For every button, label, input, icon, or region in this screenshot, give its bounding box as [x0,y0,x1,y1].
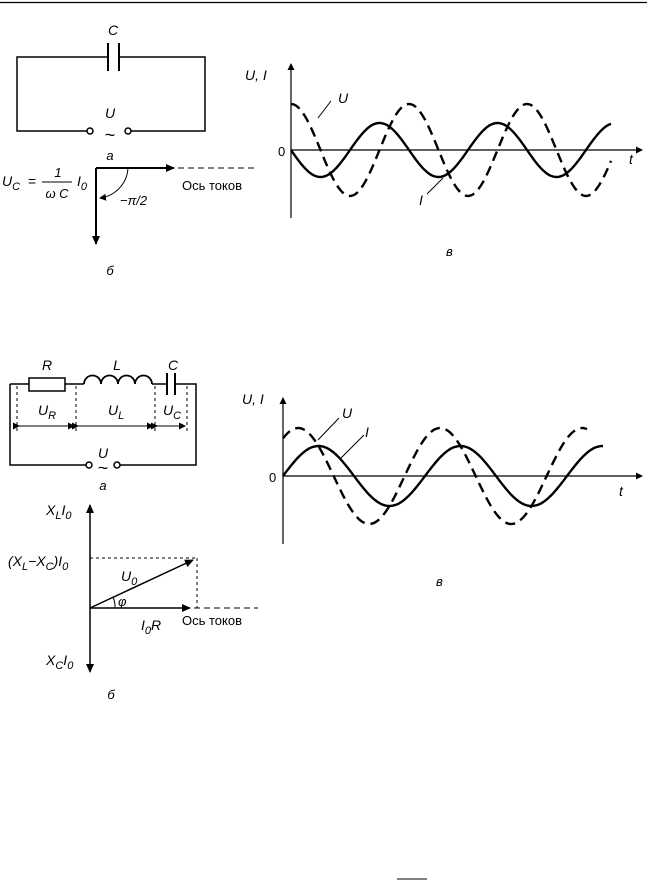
fig2-ac-symbol: ~ [98,458,109,478]
fig2-r-label: R [42,357,52,373]
fig2-u-leader [318,418,339,440]
fig2-resistor [29,378,65,391]
fig1-phasor: UC = 1 ω C I0 −π/2 Ось токов б [2,165,258,278]
fig1-zero-label: 0 [278,144,285,159]
fig1-wire-left [17,57,108,131]
fig2-wire-right [120,384,196,465]
fig2-u0-label: U0 [121,568,138,588]
fig1-y-axis-label: U, I [245,67,267,83]
fig1-caption-v: в [446,244,453,259]
fig1-terminal-right [125,128,131,134]
fig1-i-label: I [419,192,423,208]
fig2-caption-b: б [107,687,115,702]
fig1-fraction-denominator: ω C [45,186,69,201]
fig2-xc-label: XCI0 [45,652,74,672]
fig1-source-label: U [105,105,116,121]
fig2-i-label: I [365,424,369,440]
fig1-caption-b: б [106,263,114,278]
fig2-i-leader [341,435,364,458]
fig2-l-label: L [113,357,121,373]
fig1-u-leader [318,101,331,118]
fig1-wire-right [119,57,205,131]
fig2-terminal-right [114,462,120,468]
fig2-uc-label: UC [163,402,181,422]
fig1-i-leader [427,178,443,194]
fig1-graph: U, I t 0 U I в [245,64,642,259]
fig2-inductor [84,376,152,385]
fig1-t-axis-label: t [629,151,634,167]
fig2-phasor: XLI0 (XL−XC)I0 U0 φ I0R Ось токов XCI0 б [8,502,258,702]
fig2-u0-vector [90,560,193,608]
fig1-u-label: U [338,90,349,106]
fig2-ur-label: UR [38,402,56,422]
fig2-terminal-left [86,462,92,468]
fig2-u-label: U [342,405,353,421]
fig1-angle-label: −π/2 [120,193,148,208]
fig2-c-label: C [168,357,179,373]
fig2-zero-label: 0 [269,470,276,485]
fig1-terminal-left [87,128,93,134]
fig2-t-axis-label: t [619,483,624,499]
fig1-equals: = [28,173,36,189]
fig2-diff-label: (XL−XC)I0 [8,553,69,573]
fig2-y-axis-label: U, I [242,391,264,407]
fig1-uc-symbol: UC [2,173,20,193]
fig2-i0r-label: I0R [141,617,161,637]
fig2-phi-arc [113,597,115,608]
fig2-graph: U, I t 0 U I в [242,391,642,589]
fig1-current-symbol: I0 [77,173,88,193]
fig2-axis-label: Ось токов [182,613,242,628]
fig2-xl-label: XLI0 [45,502,72,522]
fig2-phi-label: φ [118,594,127,609]
fig1-fraction-numerator: 1 [54,165,61,180]
fig2-wire-left [10,384,86,465]
fig1-circuit: C U ~ а [17,22,205,163]
fig1-capacitor-label: C [108,22,119,38]
fig1-axis-label: Ось токов [182,178,242,193]
fig2-caption-v: в [436,574,443,589]
fig2-caption-a: а [99,478,106,493]
fig1-caption-a: а [106,148,113,163]
fig1-ac-symbol: ~ [105,125,116,145]
fig2-circuit: R L C UR UL UC U ~ а [10,357,196,493]
fig2-ul-label: UL [108,402,124,422]
